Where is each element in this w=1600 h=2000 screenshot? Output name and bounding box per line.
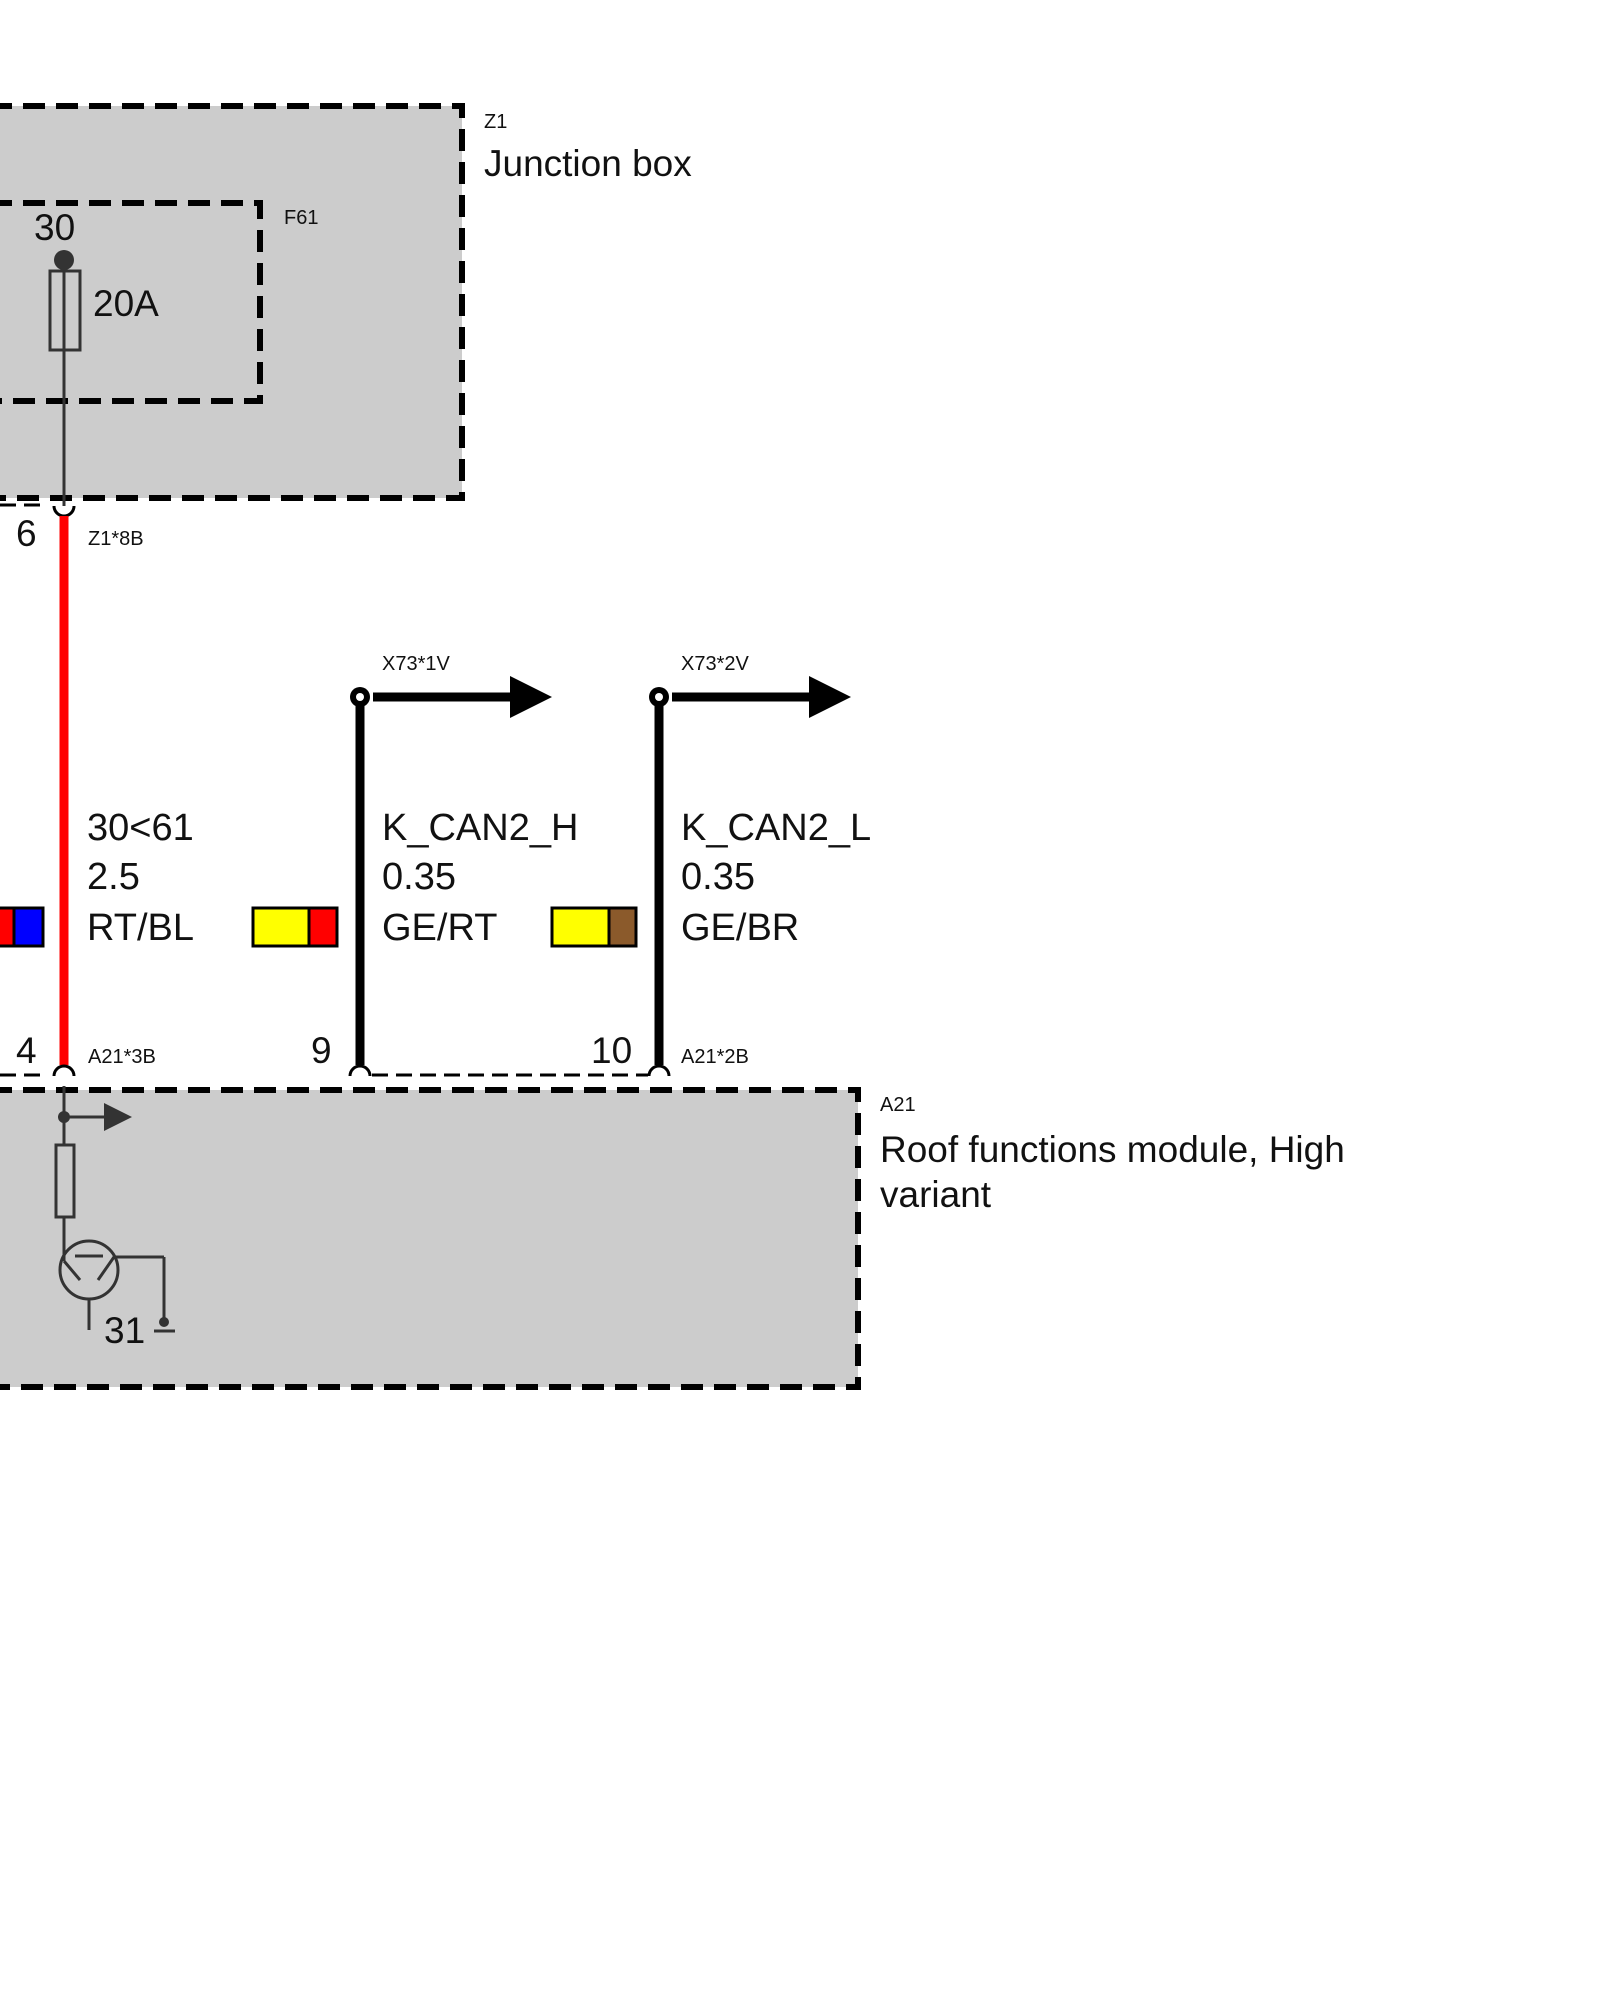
connector-x73-1v-ref: X73*1V	[382, 653, 450, 675]
wire-can-high-signal: K_CAN2_H	[382, 807, 578, 849]
wire-power-signal: 30<61	[87, 807, 194, 849]
wire-can-high-color-code: GE/RT	[382, 907, 497, 949]
connector-a21-3b-pin: 4	[16, 1030, 37, 1071]
roof-module-title-line2: variant	[880, 1174, 992, 1215]
wire-can-low-signal: K_CAN2_L	[681, 807, 871, 849]
connector-a21-2b-pin9-icon	[348, 1064, 372, 1077]
connector-a21-2b-ref: A21*2B	[681, 1046, 749, 1068]
wire-power-color-code: RT/BL	[87, 907, 194, 949]
wire-power-swatch-secondary	[12, 906, 45, 948]
roof-module-ref: A21	[880, 1094, 916, 1116]
connector-a21-3b-ref: A21*3B	[88, 1046, 156, 1068]
wire-can-high-splice-dot-inner	[356, 693, 364, 701]
connector-x73-2v-ref: X73*2V	[681, 653, 749, 675]
internal-arrow-icon	[104, 1103, 132, 1131]
transistor-collector-diag	[62, 1260, 82, 1281]
junction-box-title: Junction box	[484, 143, 692, 184]
wire-can-low-splice-dot-inner	[655, 693, 663, 701]
wire-can-high-swatch-primary	[251, 906, 311, 948]
junction-box-outline	[0, 103, 465, 501]
connector-a21-2b-pin-l: 10	[591, 1030, 632, 1071]
module-internal-circuit: 31	[54, 1086, 175, 1351]
wire-can-high-gauge: 0.35	[382, 856, 456, 898]
wire-can-high: X73*1V K_CAN2_H 0.35 GE/RT	[251, 653, 578, 1065]
connector-z1-8b-pin-icon	[52, 505, 76, 518]
connector-a21-2b-pin-h: 9	[311, 1030, 332, 1071]
wire-can-low-gauge: 0.35	[681, 856, 755, 898]
connector-a21-2b-pin10-icon	[647, 1064, 671, 1077]
wire-can-low-swatch-secondary	[607, 906, 638, 948]
wire-can-high-swatch-secondary	[307, 906, 339, 948]
connector-a21: 4 A21*3B 9 10 A21*2B	[0, 1030, 749, 1077]
wire-power-swatch-primary	[0, 906, 16, 948]
transistor-emitter-diag	[96, 1256, 116, 1281]
roof-module-body	[0, 1090, 858, 1387]
junction-box-ref: Z1	[484, 111, 507, 133]
connector-a21-3b-pin-icon	[52, 1064, 76, 1077]
wire-power: 30<61 2.5 RT/BL	[0, 516, 194, 1065]
fuse-f61: F61 30 20A	[0, 200, 318, 506]
wire-can-high-arrow-icon	[510, 676, 552, 718]
ground-terminal-label: 31	[104, 1310, 145, 1351]
connector-z1-8b: 6 Z1*8B	[0, 503, 144, 554]
roof-module-title-line1: Roof functions module, High	[880, 1129, 1345, 1170]
wire-power-gauge: 2.5	[87, 856, 140, 898]
wire-can-low-color-code: GE/BR	[681, 907, 799, 949]
wire-can-low: X73*2V K_CAN2_L 0.35 GE/BR	[550, 653, 871, 1065]
connector-z1-8b-pin: 6	[16, 513, 37, 554]
fuse-ref: F61	[284, 207, 318, 229]
junction-box-body	[0, 106, 462, 498]
ground-dot	[159, 1317, 169, 1327]
fuse-terminal-label: 30	[34, 207, 75, 248]
junction-box: Z1 Junction box	[0, 103, 692, 501]
roof-module-outline	[0, 1087, 861, 1390]
connector-z1-8b-ref: Z1*8B	[88, 528, 144, 550]
wire-can-low-swatch-primary	[550, 906, 611, 948]
roof-module: A21 Roof functions module, High variant	[0, 1087, 1345, 1390]
fuse-rating: 20A	[93, 283, 159, 324]
wire-can-low-arrow-icon	[809, 676, 851, 718]
fuse-box-outline	[0, 200, 263, 404]
